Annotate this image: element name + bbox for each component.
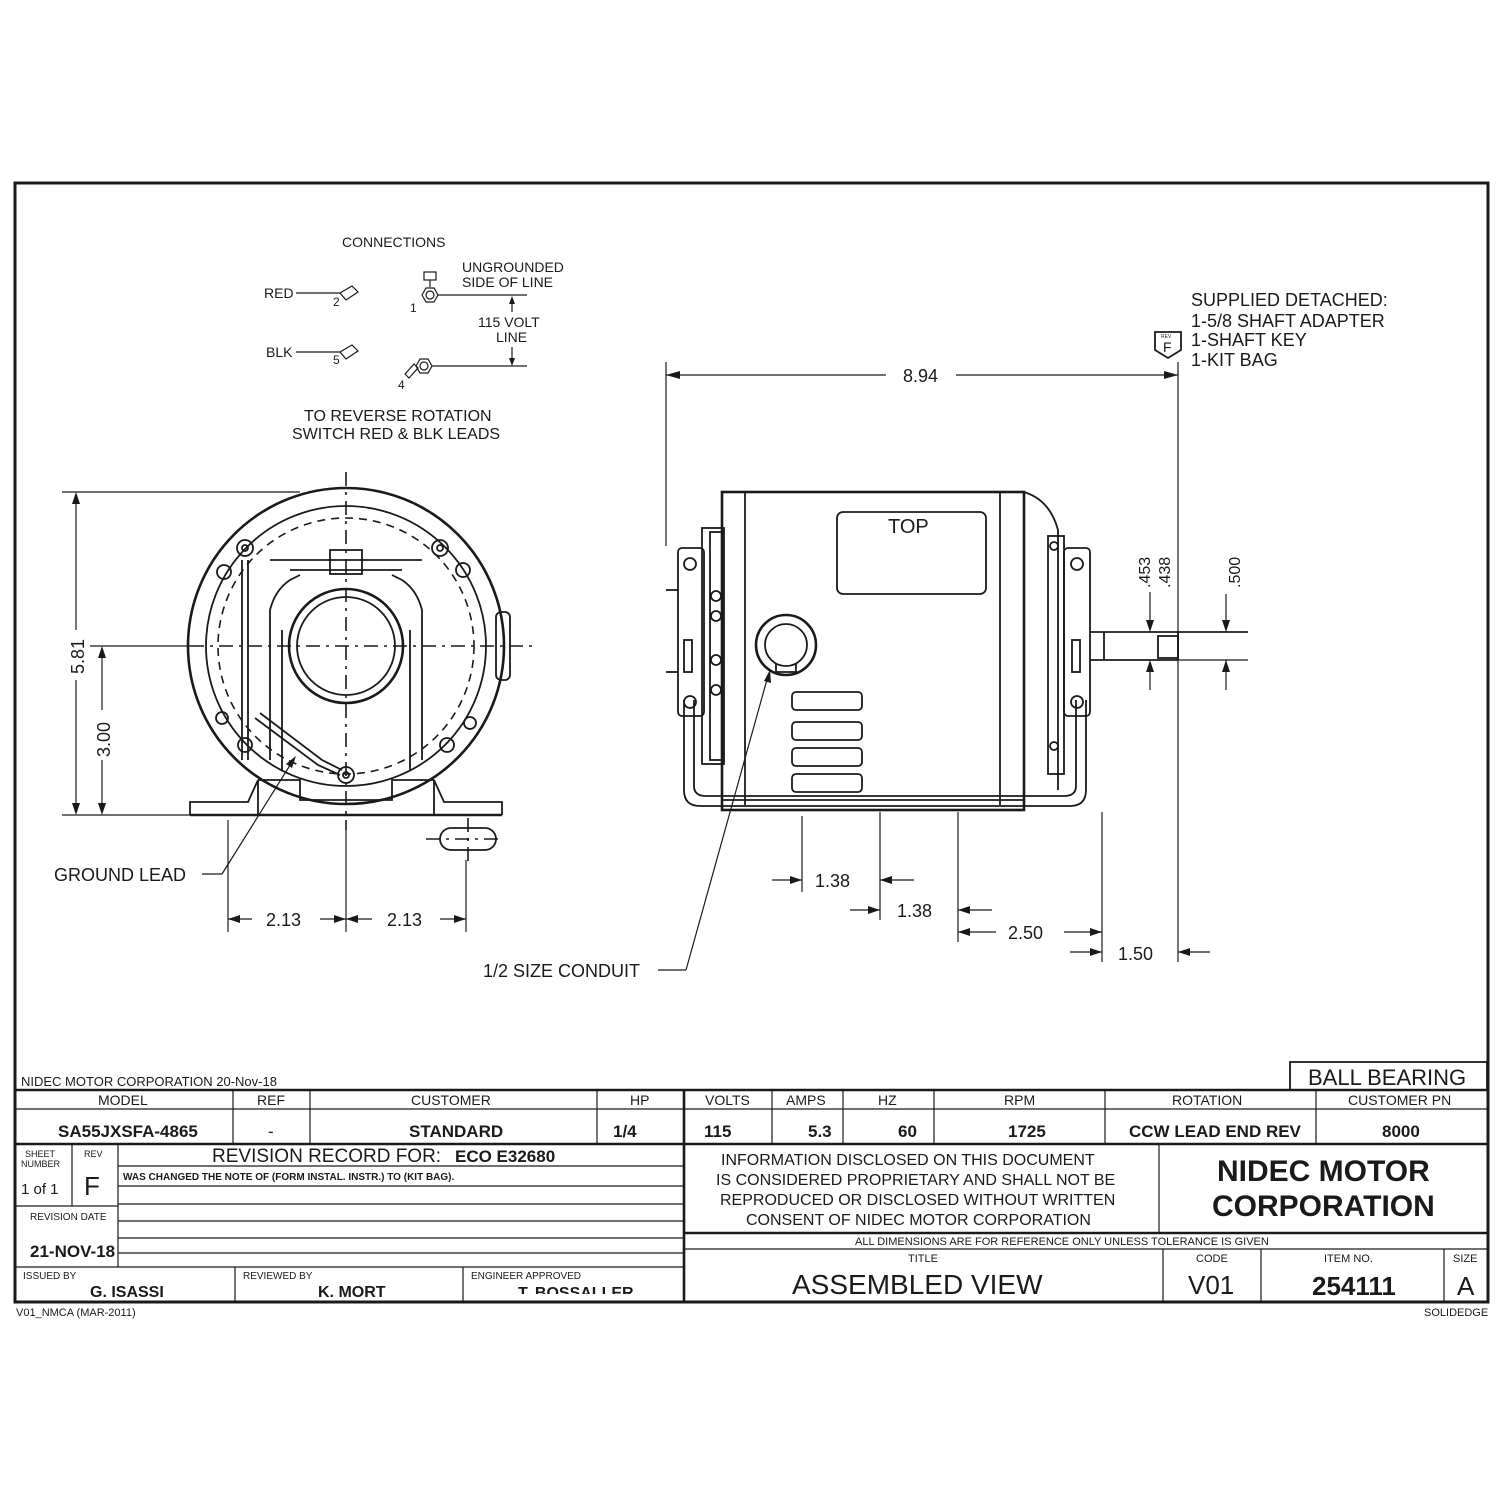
item-label: ITEM NO. [1324, 1253, 1373, 1265]
terminal-4: 4 [398, 378, 405, 392]
size-value: A [1457, 1271, 1475, 1301]
sheet-number-label-2: NUMBER [21, 1159, 61, 1169]
proprietary-4: CONSENT OF NIDEC MOTOR CORPORATION [746, 1212, 1091, 1229]
header-volts: VOLTS [705, 1092, 750, 1108]
proprietary-3: REPRODUCED OR DISCLOSED WITHOUT WRITTEN [720, 1192, 1115, 1209]
dim-shaft-ext: 1.50 [1118, 944, 1153, 964]
dim-half-width-left: 2.13 [266, 910, 301, 930]
reviewed-by-label: REVIEWED BY [243, 1271, 313, 1282]
supplied-line-1: SUPPLIED DETACHED: [1191, 290, 1388, 310]
revision-date: 21-NOV-18 [30, 1242, 115, 1261]
volt-label-2: LINE [496, 329, 527, 345]
dim-shaft-dia-2: .438 [1157, 557, 1174, 588]
header-rotation: ROTATION [1172, 1092, 1242, 1108]
company-date: NIDEC MOTOR CORPORATION 20-Nov-18 [21, 1074, 277, 1089]
value-rpm: 1725 [1008, 1122, 1046, 1141]
form-id: V01_NMCA (MAR-2011) [16, 1307, 136, 1319]
connections-title: CONNECTIONS [342, 234, 445, 250]
dim-overall-length: 8.94 [903, 366, 938, 386]
header-amps: AMPS [786, 1092, 826, 1108]
side-view: 8.94 TOP [483, 362, 1248, 981]
sheet-number-label-1: SHEET [25, 1149, 56, 1159]
ungrounded-label-1: UNGROUNDED [462, 259, 564, 275]
dim-height: 5.81 [68, 639, 88, 674]
code-value: V01 [1188, 1270, 1234, 1300]
item-value: 254111 [1312, 1271, 1396, 1301]
rev-flag-letter: F [1163, 339, 1172, 355]
title-block: NIDEC MOTOR CORPORATION 20-Nov-18 BALL B… [15, 1061, 1488, 1319]
terminal-2: 2 [333, 295, 340, 309]
value-ref: - [268, 1122, 274, 1141]
end-view: 5.81 3.00 2.13 2.13 GROUND LEAD [54, 472, 535, 932]
reference-note: ALL DIMENSIONS ARE FOR REFERENCE ONLY UN… [855, 1236, 1269, 1248]
ungrounded-label-2: SIDE OF LINE [462, 274, 553, 290]
connections-diagram: CONNECTIONS RED 2 BLK 5 1 4 UNGROUNDED S… [264, 234, 564, 443]
dim-shaft-key: .500 [1227, 557, 1244, 588]
dim-shaft-height: 3.00 [94, 722, 114, 757]
conduit-label: 1/2 SIZE CONDUIT [483, 961, 640, 981]
dim-foot-b: 1.38 [897, 901, 932, 921]
title-label: TITLE [908, 1253, 938, 1265]
revision-date-label: REVISION DATE [30, 1212, 107, 1223]
drawing-title: ASSEMBLED VIEW [792, 1269, 1043, 1300]
header-ref: REF [257, 1092, 285, 1108]
software-name: SOLIDEDGE [1424, 1307, 1488, 1319]
company-name-1: NIDEC MOTOR [1217, 1155, 1430, 1188]
issued-by-label: ISSUED BY [23, 1271, 77, 1282]
reverse-note-2: SWITCH RED & BLK LEADS [292, 426, 500, 443]
red-lead-label: RED [264, 285, 294, 301]
supplied-detached-note: SUPPLIED DETACHED: 1-5/8 SHAFT ADAPTER 1… [1154, 290, 1388, 370]
supplied-line-4: 1-KIT BAG [1191, 350, 1278, 370]
blk-lead-label: BLK [266, 344, 293, 360]
dim-half-width-right: 2.13 [387, 910, 422, 930]
dim-foot-a: 1.38 [815, 871, 850, 891]
dim-shaft-dia-1: .453 [1137, 557, 1154, 588]
header-model: MODEL [98, 1092, 148, 1108]
value-amps: 5.3 [808, 1122, 832, 1141]
header-customer: CUSTOMER [411, 1092, 491, 1108]
value-customer: STANDARD [409, 1122, 503, 1141]
code-label: CODE [1196, 1253, 1228, 1265]
engineer: T. BOSSALLER [518, 1285, 634, 1302]
rev-value: F [84, 1171, 100, 1201]
header-rpm: RPM [1004, 1092, 1035, 1108]
proprietary-2: IS CONSIDERED PROPRIETARY AND SHALL NOT … [716, 1172, 1115, 1189]
reverse-note-1: TO REVERSE ROTATION [304, 408, 492, 425]
rev-flag-small: REV [1161, 334, 1172, 340]
value-hz: 60 [898, 1122, 917, 1141]
rev-flag [1154, 331, 1182, 360]
proprietary-1: INFORMATION DISCLOSED ON THIS DOCUMENT [721, 1152, 1095, 1169]
drawing-border [13, 181, 1490, 1304]
engineer-label: ENGINEER APPROVED [471, 1271, 581, 1282]
header-hz: HZ [878, 1092, 897, 1108]
value-rotation: CCW LEAD END REV [1129, 1122, 1302, 1141]
dim-foot-c: 2.50 [1008, 923, 1043, 943]
sheet-value: 1 of 1 [21, 1181, 59, 1198]
header-customer-pn: CUSTOMER PN [1348, 1092, 1451, 1108]
company-name-2: CORPORATION [1212, 1190, 1435, 1223]
issued-by: G. ISASSI [90, 1284, 164, 1301]
revision-note: WAS CHANGED THE NOTE OF (FORM INSTAL. IN… [123, 1172, 455, 1183]
top-label: TOP [888, 516, 929, 538]
supplied-line-3: 1-SHAFT KEY [1191, 330, 1307, 350]
size-label: SIZE [1453, 1253, 1477, 1265]
revision-record-label: REVISION RECORD FOR: [212, 1146, 441, 1167]
supplied-line-2: 1-5/8 SHAFT ADAPTER [1191, 311, 1385, 331]
value-hp: 1/4 [613, 1122, 637, 1141]
bearing-type: BALL BEARING [1308, 1065, 1466, 1090]
terminal-5: 5 [333, 353, 340, 367]
volt-label-1: 115 VOLT [478, 314, 540, 330]
value-volts: 115 [704, 1122, 731, 1141]
value-customer-pn: 8000 [1382, 1122, 1420, 1141]
terminal-1: 1 [410, 301, 417, 315]
rev-label: REV [84, 1149, 103, 1159]
ground-lead-label: GROUND LEAD [54, 865, 186, 885]
header-hp: HP [630, 1092, 649, 1108]
reviewed-by: K. MORT [318, 1284, 386, 1301]
value-model: SA55JXSFA-4865 [58, 1122, 198, 1141]
eco-number: ECO E32680 [455, 1147, 555, 1166]
